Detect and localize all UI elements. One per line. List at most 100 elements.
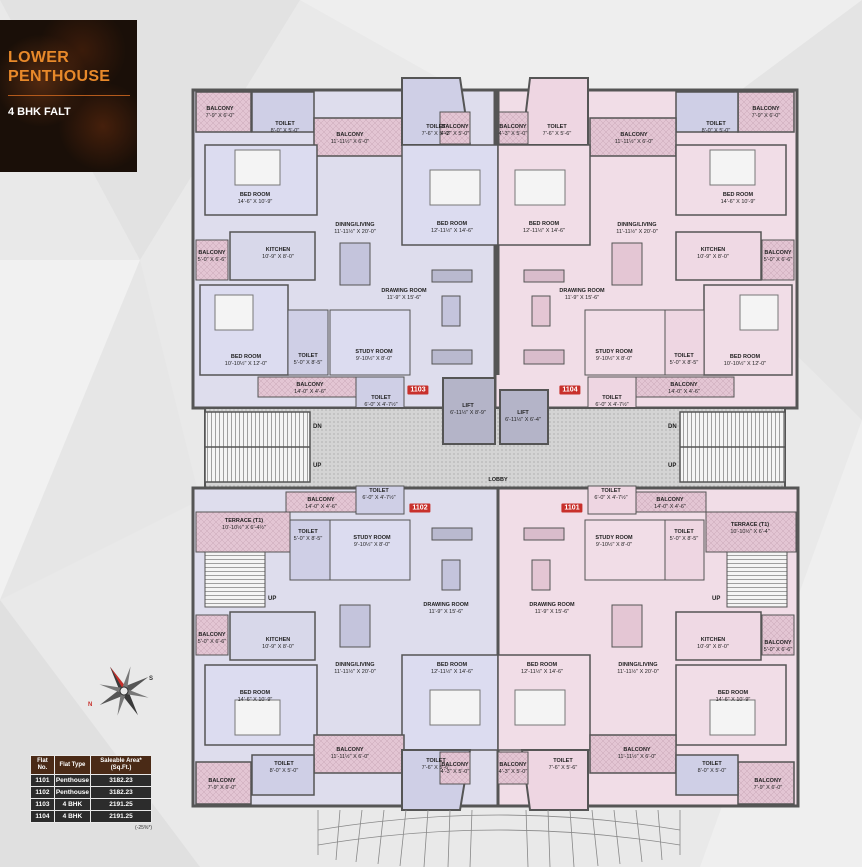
cell: Penthouse (53, 786, 92, 799)
toilet-bl1 (355, 485, 405, 515)
balcony-tc1 (439, 111, 471, 145)
compass-n-label: N (88, 702, 93, 708)
stair-up-br: UP (712, 596, 721, 602)
table-row: 1101 Penthouse 3182.23 (30, 774, 152, 787)
balcony-tl3 (195, 239, 229, 281)
cell: 1104 (30, 810, 55, 823)
brand-title-line1: LOWER (8, 49, 70, 66)
cell: 2191.25 (90, 798, 152, 811)
brand-subtitle: 4 BHK FALT (8, 106, 71, 118)
flat-tag-1103: 1103 (407, 385, 429, 395)
balcony-bl1 (285, 491, 357, 513)
kitchen-tl (229, 231, 316, 281)
brand-title: LOWER PENTHOUSE (8, 48, 110, 86)
flat-tag-1102: 1102 (409, 503, 431, 513)
th-area: Saleable Area* (Sq.Ft.) (90, 755, 152, 775)
toilet-tl3 (355, 376, 405, 410)
label-terrace-br: TERRACE (T1)10'-10½" X 6'-4" (730, 522, 770, 535)
toilet-bl2 (289, 519, 331, 581)
cell: 4 BHK (53, 810, 92, 823)
kitchen-br (675, 611, 762, 661)
toilet-br1 (587, 485, 637, 515)
balcony-bl2 (195, 614, 229, 656)
toilet-tr (675, 91, 739, 133)
kitchen-bl (229, 611, 316, 661)
balcony-tr3 (761, 239, 795, 281)
study-tr (584, 309, 666, 376)
stair-up-left: UP (313, 463, 322, 469)
th-flat-no: Flat No. (30, 755, 55, 775)
balcony-bl4 (195, 761, 252, 805)
cell: 2191.25 (90, 810, 152, 823)
stair-up-right: UP (668, 463, 677, 469)
kitchen-tr (675, 231, 762, 281)
balcony-br1 (635, 491, 707, 513)
stair-dn-left: DN (313, 424, 322, 430)
entrance-fan (317, 809, 681, 867)
balcony-br3 (589, 734, 677, 774)
cell: 3182.23 (90, 786, 152, 799)
balcony-tr2 (589, 117, 677, 157)
stair-bl (204, 551, 266, 608)
balcony-bc2 (497, 751, 529, 785)
th-flat-type: Flat Type (53, 755, 92, 775)
study-bl (329, 519, 411, 581)
stair-br (726, 551, 788, 608)
brand-title-line2: PENTHOUSE (8, 68, 111, 85)
table-row: 1102 Penthouse 3182.23 (30, 786, 152, 799)
toilet-tr3 (587, 376, 637, 410)
cell: Penthouse (53, 774, 92, 787)
study-tl (329, 309, 411, 376)
compass-s-label: S (149, 676, 154, 682)
flat-tag-1104: 1104 (559, 385, 581, 395)
balcony-bc1 (439, 751, 471, 785)
toilet-br2 (663, 519, 705, 581)
stair-up-bl: UP (268, 596, 277, 602)
label-terrace-bl: TERRACE (T1)10'-10½" X 6'-4½" (222, 518, 266, 531)
balcony-tl (195, 91, 252, 133)
toilet-bl3 (251, 754, 315, 796)
